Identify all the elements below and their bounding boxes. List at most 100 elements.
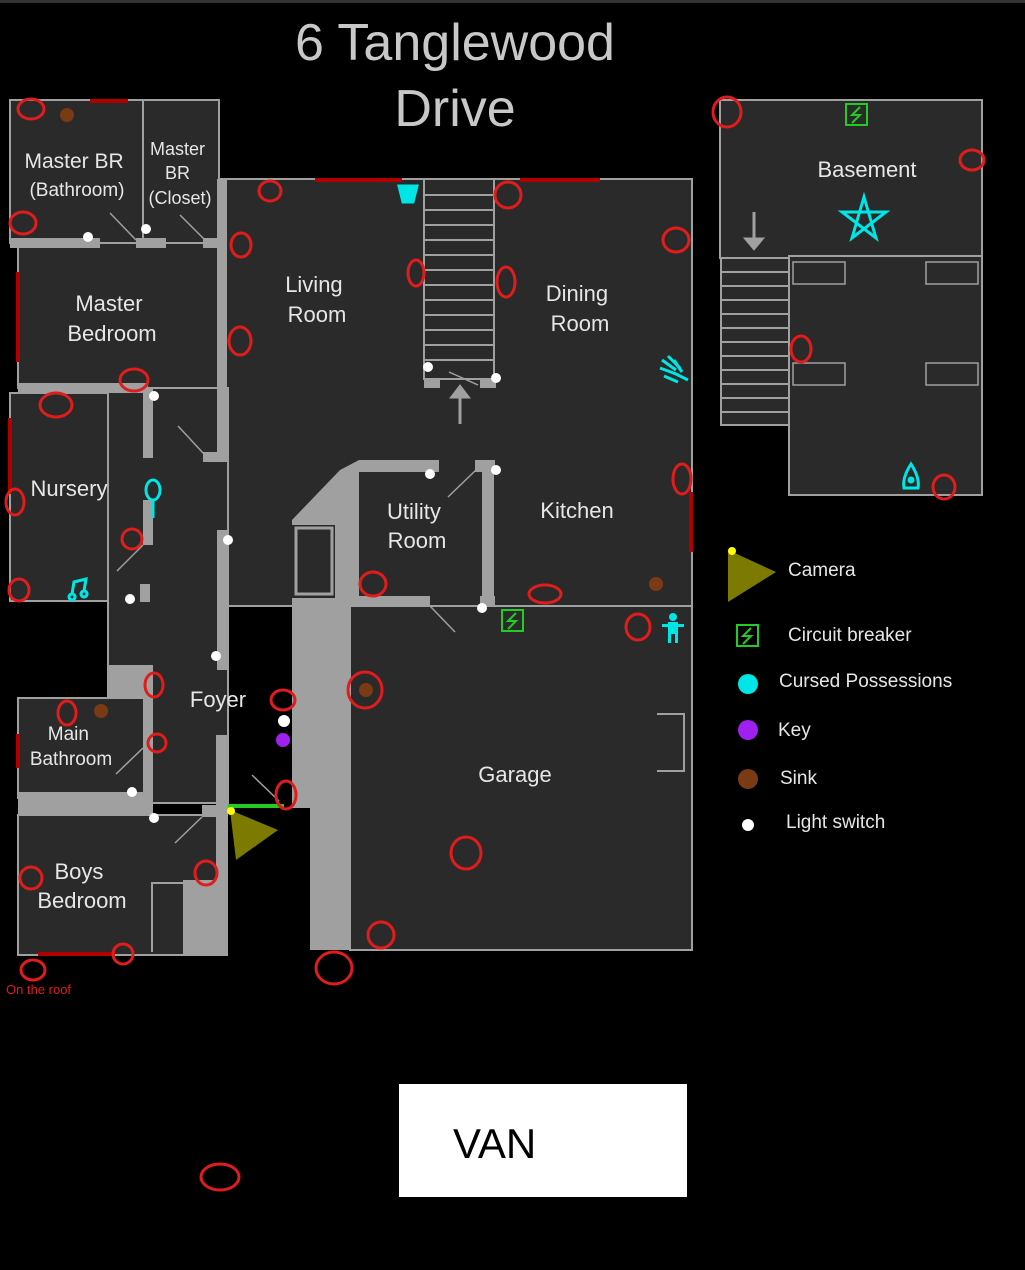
light-switch-dot — [491, 373, 501, 383]
main-stairs — [423, 178, 495, 380]
circuit-breakers — [501, 103, 868, 632]
light-switch-dot — [127, 787, 137, 797]
light-switch-dot — [223, 535, 233, 545]
map-title-line-1: 6 Tanglewood — [295, 14, 615, 72]
hiding-spot — [671, 462, 693, 496]
light-switch-dot — [423, 362, 433, 372]
circuit-breaker-icon — [845, 103, 868, 126]
label-main-bathroom: Main Bathroom — [30, 724, 112, 770]
legend-label-sink: Sink — [780, 768, 817, 789]
hiding-spot — [789, 334, 813, 364]
light-switch-dot — [278, 715, 290, 727]
floor-master-closet — [142, 99, 220, 244]
camera-icon — [227, 807, 278, 860]
hiding-spot — [8, 210, 38, 236]
hiding-spot — [346, 670, 384, 710]
roof-note: On the roof — [6, 982, 72, 997]
hiding-spot — [527, 583, 563, 605]
hiding-spot — [269, 688, 297, 712]
hiding-spot — [143, 671, 165, 699]
door-swings — [109, 212, 479, 844]
hiding-spot — [38, 391, 74, 419]
cursed-possession-dot — [738, 674, 758, 694]
light-switch-dot — [491, 465, 501, 475]
summoning-circle-icon — [902, 461, 920, 490]
hiding-spot — [358, 570, 388, 598]
hiding-spot — [257, 179, 283, 203]
walls — [10, 179, 496, 955]
light-switch-dot — [141, 224, 151, 234]
hiding-spot — [495, 265, 517, 299]
label-dining-room: Dining Room — [546, 281, 615, 336]
legend-label-key: Key — [778, 720, 811, 741]
hiding-spot — [199, 1162, 241, 1192]
legend-label-circuit-breaker: Circuit breaker — [788, 625, 912, 646]
legend-label-light-switch: Light switch — [786, 812, 886, 833]
hiding-spot — [958, 148, 986, 172]
hiding-spot — [4, 487, 26, 517]
hiding-spot — [274, 779, 298, 811]
hiding-spot — [16, 97, 46, 121]
hiding-spot — [931, 473, 957, 501]
hiding-spot — [406, 258, 426, 288]
camera-icon — [728, 547, 776, 602]
light-switch-dot — [149, 391, 159, 401]
floor-garage — [349, 605, 693, 951]
hiding-spot — [711, 95, 743, 129]
key-dot — [738, 720, 758, 740]
legend-label-camera: Camera — [788, 560, 856, 581]
label-master-bathroom: Master BR (Bathroom) — [24, 150, 129, 201]
hiding-spot — [118, 367, 150, 393]
hiding-spot — [366, 920, 396, 950]
basement-stairs — [720, 257, 790, 426]
light-switch-dot — [149, 813, 159, 823]
hiding-spot — [18, 865, 44, 891]
sink-dot — [60, 108, 74, 122]
hiding-spot — [314, 950, 354, 986]
light-switch-dot — [742, 819, 754, 831]
monkey-paw-icon — [659, 354, 689, 384]
label-master-closet: Master BR (Closet) — [148, 139, 211, 208]
light-switches — [83, 224, 501, 823]
van-label: VAN — [453, 1120, 537, 1167]
map-title: 6 Tanglewood Drive — [250, 10, 660, 142]
hiding-spot — [661, 226, 691, 254]
sink-dot — [94, 704, 108, 718]
room-labels: Master BR (Bathroom) Master BR (Closet) … — [24, 139, 916, 913]
van[interactable]: VAN — [399, 1084, 687, 1197]
hiding-spot — [7, 577, 31, 603]
hiding-spot — [120, 527, 144, 551]
hiding-spot — [229, 231, 253, 259]
floor-master-bathroom — [9, 99, 144, 244]
light-switch-dot — [425, 469, 435, 479]
sink-dot — [738, 769, 758, 789]
circuit-breaker-icon — [501, 609, 524, 632]
hiding-spots — [4, 95, 986, 1192]
label-foyer: Foyer — [190, 687, 246, 712]
arrows — [448, 212, 766, 424]
legend-icons — [728, 547, 776, 831]
floor-basement-top — [719, 99, 983, 259]
hiding-spot — [19, 958, 47, 982]
basement-furniture — [792, 261, 979, 386]
hiding-spot — [449, 835, 483, 871]
label-nursery: Nursery — [30, 476, 107, 501]
map-title-line-2: Drive — [394, 80, 516, 138]
hiding-spot — [193, 859, 219, 887]
tarot-cards-icon — [397, 184, 419, 204]
label-garage: Garage — [478, 762, 551, 787]
light-switch-dot — [211, 651, 221, 661]
sink-dot — [649, 577, 663, 591]
label-utility-room: Utility Room — [387, 499, 447, 553]
floor-main-bathroom — [17, 697, 147, 799]
label-master-bedroom: Master Bedroom — [67, 291, 156, 346]
legend-label-cursed-possessions: Cursed Possessions — [779, 671, 953, 692]
floor-basement-bottom — [788, 255, 983, 496]
hiding-spot — [493, 180, 523, 210]
hiding-spot — [56, 699, 78, 727]
label-basement: Basement — [817, 157, 916, 182]
label-living-room: Living Room — [285, 272, 349, 327]
circuit-breaker-icon — [736, 624, 759, 647]
hiding-spot — [624, 612, 652, 642]
